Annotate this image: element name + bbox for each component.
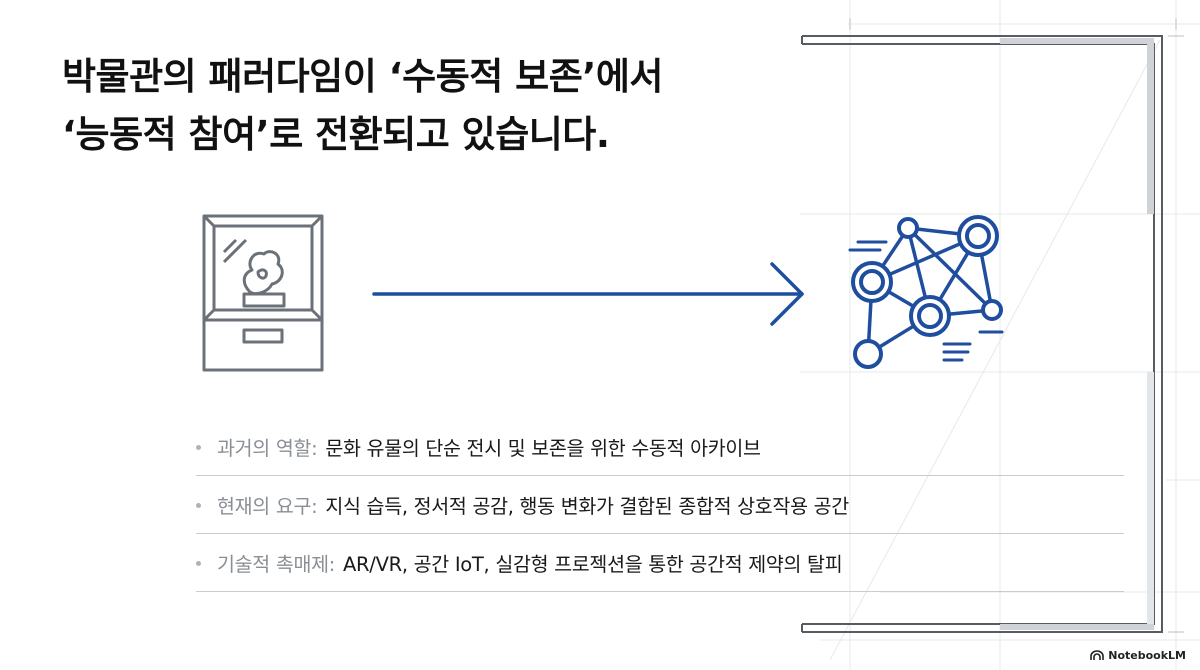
bullet-text: AR/VR, 공간 IoT, 실감형 프로젝션을 통한 공간적 제약의 탈피 [343, 553, 843, 576]
title-line-2: ‘능동적 참여’로 전환되고 있습니다. [62, 113, 610, 156]
bullet-dot-icon [196, 445, 201, 450]
bullet-label: 현재의 요구: [217, 495, 318, 518]
bullet-label: 과거의 역할: [217, 437, 318, 460]
brand-name: NotebookLM [1108, 649, 1186, 662]
bullet-text: 문화 유물의 단순 전시 및 보존을 위한 수동적 아카이브 [325, 437, 761, 460]
title-line-1: 박물관의 패러다임이 ‘수동적 보존’에서 [62, 55, 663, 98]
bullet-label: 기술적 촉매제: [217, 553, 336, 576]
page-title: 박물관의 패러다임이 ‘수동적 보존’에서 ‘능동적 참여’로 전환되고 있습니… [62, 48, 663, 164]
bullet-text: 지식 습득, 정서적 공감, 행동 변화가 결합된 종합적 상호작용 공간 [325, 495, 849, 518]
list-item-current-needs: 현재의 요구: 지식 습득, 정서적 공감, 행동 변화가 결합된 종합적 상호… [196, 476, 1124, 534]
bullet-dot-icon [196, 503, 201, 508]
museum-display-case-icon [202, 214, 324, 372]
brand-footer: NotebookLM [1090, 649, 1186, 662]
arrow-right-icon [372, 262, 804, 326]
notebooklm-logo-icon [1090, 650, 1105, 660]
bullet-dot-icon [196, 561, 201, 566]
list-item-past-role: 과거의 역할: 문화 유물의 단순 전시 및 보존을 위한 수동적 아카이브 [196, 418, 1124, 476]
list-item-tech-catalyst: 기술적 촉매제: AR/VR, 공간 IoT, 실감형 프로젝션을 통한 공간적… [196, 534, 1124, 592]
network-nodes-icon [848, 215, 1004, 369]
bullet-list: 과거의 역할: 문화 유물의 단순 전시 및 보존을 위한 수동적 아카이브 현… [196, 418, 1124, 592]
